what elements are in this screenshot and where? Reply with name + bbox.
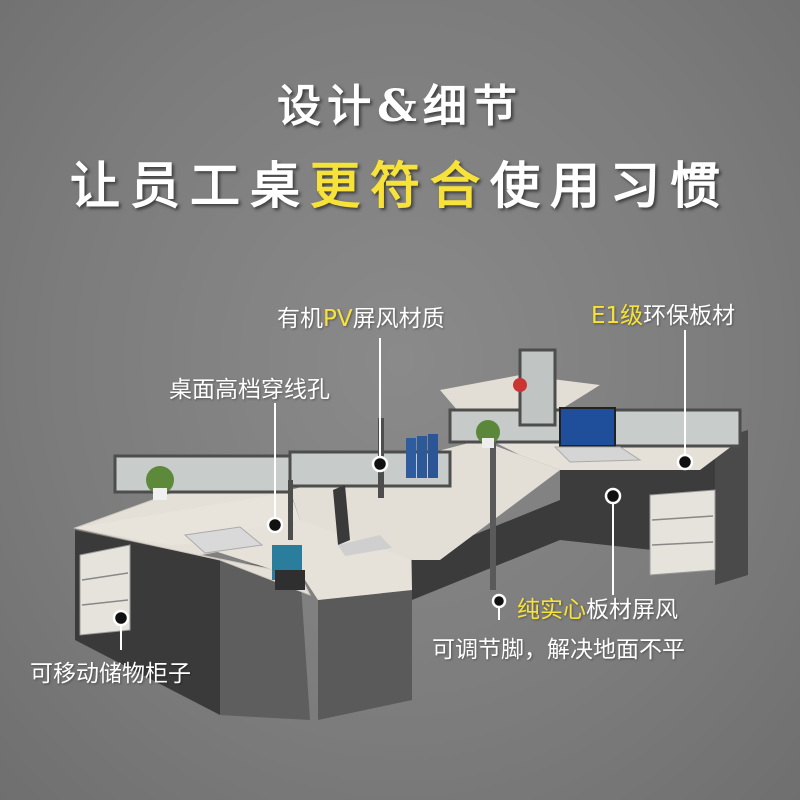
callout-pv-screen-prefix: 有机	[277, 306, 323, 332]
headline-line2-prefix: 让员工桌	[70, 156, 310, 215]
callout-e1-board-highlight: E1级	[591, 303, 644, 329]
cable-hole-marker	[266, 516, 284, 534]
callout-mobile-cabinet: 可移动储物柜子	[30, 661, 191, 687]
callout-solid-screen-highlight: 纯实心	[517, 597, 586, 623]
callout-adjustable-feet: 可调节脚，解决地面不平	[432, 637, 685, 663]
callout-pv-screen: 有机PV屏风材质	[277, 299, 445, 333]
callout-e1-board-suffix: 环保板材	[643, 303, 736, 329]
headline-line2-highlight: 更符合	[310, 156, 490, 215]
headline-line2: 让员工桌更符合使用习惯	[0, 146, 800, 218]
pv-screen-marker	[371, 455, 389, 473]
callout-solid-screen-suffix: 板材屏风	[586, 597, 678, 623]
solid-screen-marker	[604, 487, 622, 505]
callout-pv-screen-suffix: 屏风材质	[352, 306, 445, 332]
callout-pv-screen-highlight: PV	[323, 306, 353, 332]
headline-line1: 设计&细节	[277, 81, 523, 132]
adjustable-feet-marker	[491, 593, 507, 609]
callout-cable-hole: 桌面高档穿线孔	[169, 377, 330, 403]
headline-line2-suffix: 使用习惯	[490, 156, 730, 215]
mobile-cabinet-marker	[112, 609, 130, 627]
callout-e1-board: E1级环保板材	[591, 296, 735, 330]
callout-solid-screen: 纯实心板材屏风	[517, 590, 678, 624]
e1-board-marker	[676, 453, 694, 471]
